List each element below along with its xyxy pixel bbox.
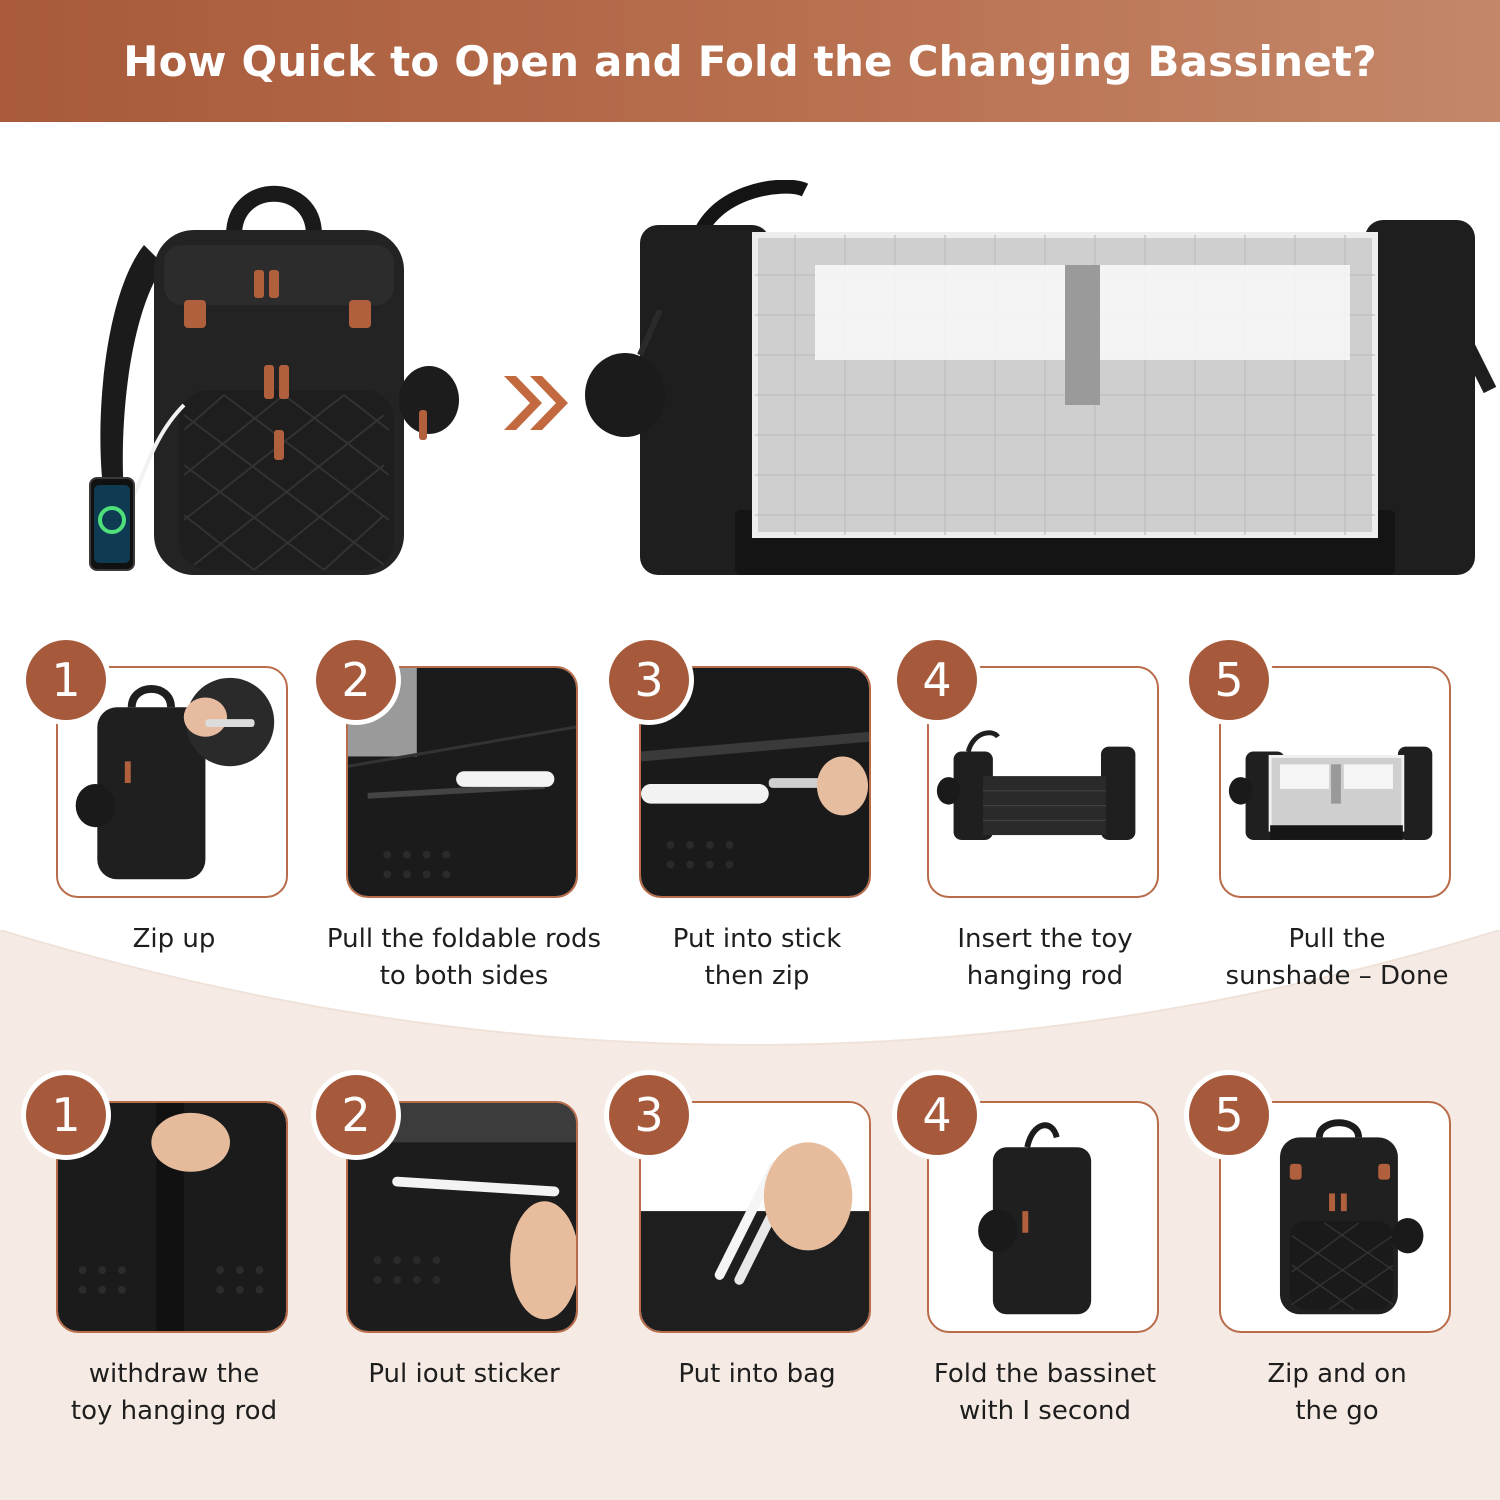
- open-step-1-caption: Zip up: [14, 921, 334, 958]
- open-step-4-caption-line1: Insert the toy: [957, 924, 1133, 954]
- open-step-2-caption-line2: to both sides: [379, 961, 549, 991]
- open-step-2-badge: 2: [316, 640, 396, 720]
- fold-step-5-caption-line1: Zip and on: [1267, 1359, 1407, 1389]
- open-step-3-caption-line2: then zip: [704, 961, 810, 991]
- fold-step-1-caption-line2: toy hanging rod: [70, 1396, 278, 1426]
- open-step-3-caption: Put into stick then zip: [597, 921, 917, 995]
- fold-step-3-caption-line1: Put into bag: [678, 1359, 836, 1389]
- hero-backpack: [84, 175, 464, 585]
- fold-step-3-badge: 3: [609, 1075, 689, 1155]
- open-step-3-badge: 3: [609, 640, 689, 720]
- fold-step-2-card: [346, 1101, 578, 1333]
- fold-step-4-caption-line2: with I second: [958, 1396, 1132, 1426]
- fold-step-4-badge: 4: [897, 1075, 977, 1155]
- open-step-5-badge: 5: [1189, 640, 1269, 720]
- fold-step-2-caption: Pul iout sticker: [304, 1356, 624, 1393]
- open-step-5-caption-line2: sunshade – Done: [1225, 961, 1449, 991]
- open-step-5-caption: Pull the sunshade – Done: [1177, 921, 1497, 995]
- open-step-1-badge: 1: [26, 640, 106, 720]
- backpack-icon: [89, 185, 459, 575]
- fold-bassinet-icon: [978, 1122, 1092, 1315]
- open-step-5-caption-line1: Pull the: [1288, 924, 1386, 954]
- fold-step-5-caption-line2: the go: [1295, 1396, 1379, 1426]
- header-banner: How Quick to Open and Fold the Changing …: [0, 0, 1500, 122]
- open-step-3-caption-line1: Put into stick: [672, 924, 842, 954]
- fold-step-1-caption: withdraw the toy hanging rod: [14, 1356, 334, 1430]
- fold-step-1-badge: 1: [26, 1075, 106, 1155]
- open-step-2-caption: Pull the foldable rods to both sides: [304, 921, 624, 995]
- fold-step-4-caption-line1: Fold the bassinet: [933, 1359, 1157, 1389]
- bassinet-frame-icon: [936, 730, 1136, 840]
- open-step-4-badge: 4: [897, 640, 977, 720]
- double-chevron-right-icon: [504, 376, 568, 430]
- fold-step-2-badge: 2: [316, 1075, 396, 1155]
- open-bassinet-icon: [585, 180, 1497, 575]
- bassinet-sunshade-icon: [1228, 746, 1433, 840]
- open-step-4-caption: Insert the toy hanging rod: [885, 921, 1205, 995]
- fold-step-2-caption-line1: Pul iout sticker: [368, 1359, 560, 1389]
- fold-step-5-caption: Zip and on the go: [1177, 1356, 1497, 1430]
- open-step-1-caption-line1: Zip up: [132, 924, 216, 954]
- fold-step-3-caption: Put into bag: [597, 1356, 917, 1393]
- fold-step-4-caption: Fold the bassinet with I second: [885, 1356, 1205, 1430]
- page-title: How Quick to Open and Fold the Changing …: [123, 36, 1377, 86]
- zip-up-backpack-icon: [75, 677, 275, 880]
- open-step-2-caption-line1: Pull the foldable rods: [326, 924, 602, 954]
- open-step-4-caption-line2: hanging rod: [966, 961, 1124, 991]
- withdraw-rod-icon: [58, 1103, 286, 1331]
- hero-open-bassinet: [585, 180, 1500, 580]
- fold-step-1-caption-line1: withdraw the: [88, 1359, 260, 1389]
- fold-step-5-badge: 5: [1189, 1075, 1269, 1155]
- closed-backpack-icon: [1279, 1119, 1424, 1315]
